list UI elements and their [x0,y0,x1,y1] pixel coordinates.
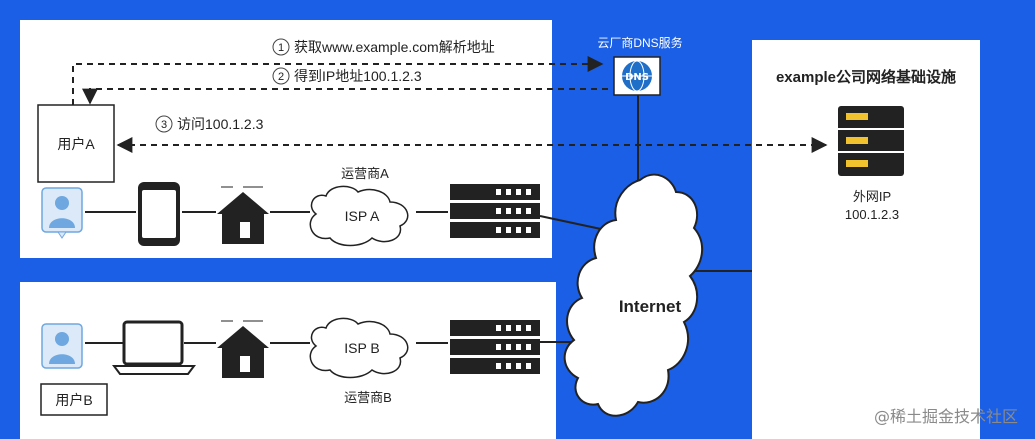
user-b-operator-label: 运营商B [344,390,392,405]
user-b-house-icon [217,320,269,378]
step3-label: 3 访问100.1.2.3 [155,115,264,133]
step1-arrow [72,56,604,105]
user-a-isp-cloud-icon [309,185,409,247]
dns-icon-text: DNS [625,72,649,83]
step2-text: 得到IP地址100.1.2.3 [294,68,422,84]
dns-globe-icon: DNS [613,56,661,96]
user-a-operator-label: 运营商A [341,166,389,181]
step1-label: 1 获取www.example.com解析地址 [272,38,495,56]
server-ip: 100.1.2.3 [845,207,899,222]
internet-cloud-icon [563,173,704,417]
user-b-label: 用户B [55,392,92,408]
laptop-icon [112,320,196,375]
user-b-isp-cloud-icon [309,317,409,379]
server-label: 外网IP [853,189,891,204]
user-b-avatar-icon [41,323,83,369]
user-a-isp-label: ISP A [345,208,380,224]
step2-label: 2 得到IP地址100.1.2.3 [272,67,422,85]
internet-label: Internet [619,297,682,316]
user-a-house-icon [217,186,269,244]
user-a-avatar-icon [41,187,83,239]
user-b-box [40,383,108,416]
panel-infra [752,40,980,439]
user-a-server-rack-icon [450,184,540,238]
user-a-label: 用户A [57,136,95,152]
step3-text: 访问100.1.2.3 [177,116,264,132]
watermark: @稀土掘金技术社区 [874,407,1018,426]
step2-arrow [82,88,608,105]
infra-title: example公司网络基础设施 [776,68,956,86]
user-a-box [37,104,115,183]
smartphone-icon [138,182,180,246]
user-b-server-rack-icon [450,320,540,374]
step1-number: 1 [278,42,284,54]
step1-text: 获取www.example.com解析地址 [294,39,495,55]
step3-number: 3 [161,119,167,131]
server-icon [838,106,904,176]
dns-title: 云厂商DNS服务 [597,35,682,50]
step2-number: 2 [278,71,284,83]
user-b-isp-label: ISP B [344,340,380,356]
